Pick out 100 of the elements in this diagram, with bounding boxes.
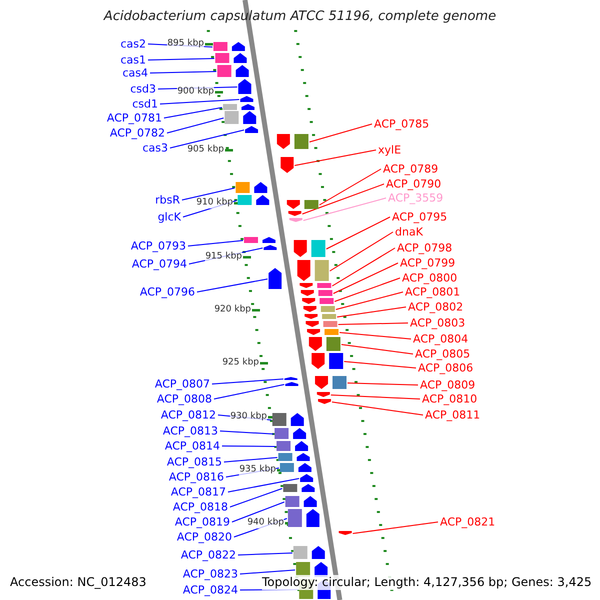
leader-line xyxy=(352,522,438,534)
gene-block xyxy=(264,245,277,250)
gene-label: ACP_0806 xyxy=(418,362,474,374)
leader-line xyxy=(230,488,283,508)
leader-line xyxy=(302,198,386,221)
leader-line xyxy=(228,478,300,492)
gene-label: ACP_0814 xyxy=(164,440,220,452)
leader-line xyxy=(150,71,217,74)
gene-label: ACP_0782 xyxy=(110,126,165,140)
gene-label: csd1 xyxy=(132,98,158,110)
gene-block xyxy=(283,484,315,492)
scale-label: 905 kbp xyxy=(187,144,224,156)
gene-block xyxy=(300,290,332,296)
leader-line xyxy=(182,188,236,200)
gene-block xyxy=(308,337,340,351)
gene-label: ACP_0815 xyxy=(166,456,222,468)
leader-line xyxy=(336,306,406,318)
gene-block xyxy=(285,382,298,386)
gene-label: ACP_0801 xyxy=(405,286,460,298)
gene-label: ACP_0818 xyxy=(172,500,228,514)
leader-line xyxy=(335,292,404,310)
gene-block xyxy=(280,157,294,173)
gene-block xyxy=(297,260,329,281)
gene-block xyxy=(222,104,254,110)
info-text: Topology: circular; Length: 4,127,356 bp; Genes: 3,425 xyxy=(262,575,592,590)
gene-label: ACP_0789 xyxy=(383,162,438,176)
leader-line xyxy=(347,382,418,386)
gene-label: cas1 xyxy=(120,54,146,66)
leader-line xyxy=(166,118,224,134)
gene-block xyxy=(288,509,320,527)
leader-line xyxy=(238,552,293,556)
gene-block xyxy=(238,79,252,94)
gene-block xyxy=(303,306,335,312)
gene-block xyxy=(300,474,314,482)
leader-line xyxy=(340,344,414,354)
gene-label: ACP_0790 xyxy=(386,178,442,190)
gene-label: ACP_0781 xyxy=(106,112,162,124)
gene-label: ACP_3559 xyxy=(388,192,444,204)
gene-block xyxy=(280,463,312,472)
leader-line xyxy=(332,402,424,416)
gene-label: ACP_0823 xyxy=(182,568,238,580)
gene-block xyxy=(288,211,302,216)
gene-label: ACP_0785 xyxy=(374,118,430,130)
leader-line xyxy=(212,378,284,384)
gene-label: ACP_0822 xyxy=(180,548,236,562)
gene-label: ACP_0816 xyxy=(168,470,224,484)
leader-line xyxy=(188,240,244,246)
leader-line xyxy=(196,278,268,292)
gene-label: ACP_0796 xyxy=(140,286,195,298)
gene-block xyxy=(293,546,325,559)
leader-line xyxy=(308,124,372,142)
gene-label: ACP_0800 xyxy=(402,272,458,284)
gene-block xyxy=(274,428,306,439)
gene-block xyxy=(213,42,245,51)
gene-block xyxy=(338,531,352,535)
gene-label: ACP_0817 xyxy=(170,486,226,498)
gene-block xyxy=(285,496,317,507)
leader-line xyxy=(302,184,384,214)
gene-block xyxy=(215,53,247,63)
scale-label: 920 kbp xyxy=(214,304,251,316)
gene-block xyxy=(286,200,318,209)
gene-label: ACP_0799 xyxy=(400,256,456,270)
gene-label: ACP_0824 xyxy=(182,584,238,596)
gene-block xyxy=(268,268,282,289)
gene-label: xylE xyxy=(378,144,402,156)
gene-block xyxy=(284,377,298,380)
gene-label: ACP_0798 xyxy=(397,242,452,254)
leader-line xyxy=(222,446,276,447)
gene-label: ACP_0810 xyxy=(422,392,478,406)
gene-label: csd3 xyxy=(130,82,156,96)
leader-line xyxy=(214,384,285,400)
leader-line xyxy=(332,262,398,294)
leader-line xyxy=(326,216,390,250)
gene-label: ACP_0794 xyxy=(132,258,187,270)
gene-block xyxy=(302,298,334,304)
gene-label: ACP_0795 xyxy=(392,210,448,224)
leader-line xyxy=(330,394,420,400)
gene-label: ACP_0807 xyxy=(154,378,210,390)
leader-line xyxy=(318,168,382,206)
scale-label: 895 kbp xyxy=(167,38,204,50)
leader-line xyxy=(160,99,240,104)
leader-line xyxy=(329,232,394,272)
scale-label: 900 kbp xyxy=(177,86,214,98)
gene-label: cas3 xyxy=(142,142,168,154)
gene-block xyxy=(276,441,308,451)
scale-label: 925 kbp xyxy=(222,358,259,368)
title: Acidobacterium capsulatum ATCC 51196, complete genome xyxy=(102,9,498,24)
gene-block xyxy=(312,353,344,369)
gene-block xyxy=(272,413,304,426)
gene-block xyxy=(278,453,310,461)
gene-label: cas4 xyxy=(122,66,148,80)
leader-line xyxy=(338,322,408,325)
gene-label: ACP_0803 xyxy=(410,316,466,330)
gene-block xyxy=(238,195,270,205)
scale-label: 915 kbp xyxy=(205,252,242,262)
leader-line xyxy=(344,361,416,368)
leader-line xyxy=(232,502,285,522)
leader-line xyxy=(294,150,376,166)
leader-line xyxy=(220,430,274,434)
scale-label: 910 kbp xyxy=(196,198,233,208)
